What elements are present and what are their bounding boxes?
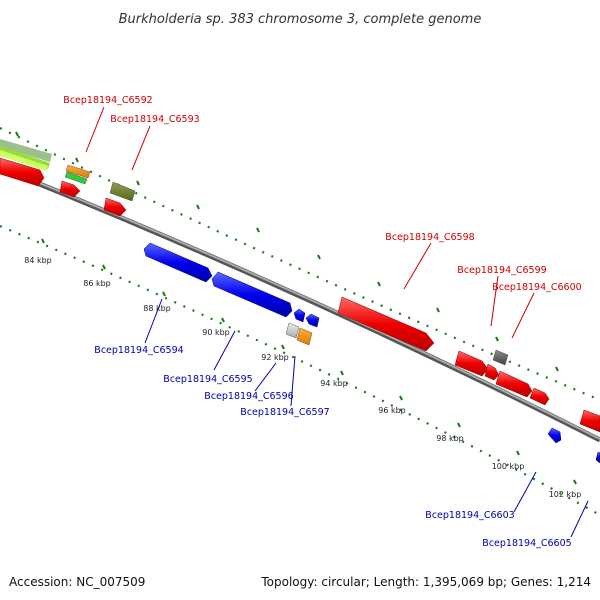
- kbp-labels: 84 kbp 86 kbp 88 kbp 90 kbp 92 kbp 94 kb…: [24, 256, 581, 499]
- reverse-gene-labels: Bcep18194_C6594 Bcep18194_C6595 Bcep1819…: [94, 345, 571, 549]
- left-tracks: [0, 139, 52, 187]
- gene-c6592[interactable]: [59, 180, 81, 198]
- kbp-label: 86 kbp: [83, 279, 111, 288]
- gene-label[interactable]: Bcep18194_C6603: [425, 510, 514, 521]
- gene-red-edge[interactable]: [579, 409, 600, 433]
- gene-label[interactable]: Bcep18194_C6599: [457, 265, 546, 276]
- misc-features: [64, 164, 509, 366]
- kbp-label: 102 kbp: [549, 490, 582, 499]
- outer-tick-track: [0, 127, 600, 402]
- gene-c6595[interactable]: [211, 271, 293, 318]
- map-title: Burkholderia sp. 383 chromosome 3, compl…: [119, 12, 482, 27]
- gene-c6593[interactable]: [109, 181, 136, 202]
- kbp-label: 92 kbp: [261, 353, 289, 362]
- gene-c6603[interactable]: [547, 427, 562, 444]
- forward-leaders: [85, 106, 535, 339]
- gene-c6605[interactable]: [595, 451, 600, 464]
- feature-orange[interactable]: [65, 164, 91, 179]
- gene-label[interactable]: Bcep18194_C6605: [482, 538, 571, 549]
- gene-c6597[interactable]: [305, 313, 320, 328]
- feature-green[interactable]: [64, 171, 88, 185]
- feature-dgray[interactable]: [492, 349, 509, 366]
- gene-label[interactable]: Bcep18194_C6596: [204, 391, 293, 402]
- gene-label[interactable]: Bcep18194_C6598: [385, 232, 474, 243]
- reverse-misc: [285, 322, 313, 346]
- kbp-label: 100 kbp: [492, 462, 525, 471]
- forward-genes: [59, 180, 600, 433]
- kbp-label: 96 kbp: [378, 406, 406, 415]
- kbp-label: 84 kbp: [24, 256, 52, 265]
- feature-lgray[interactable]: [285, 322, 300, 339]
- major-ticks-inner: [41, 238, 577, 485]
- feature-orange-2[interactable]: [296, 327, 313, 346]
- reverse-genes: [143, 242, 600, 464]
- reverse-leaders: [144, 298, 589, 538]
- gene-c6594[interactable]: [143, 242, 213, 283]
- major-ticks-outer: [15, 131, 559, 372]
- genome-backbone: [0, 165, 600, 443]
- kbp-label: 90 kbp: [202, 328, 230, 337]
- gene-label[interactable]: Bcep18194_C6594: [94, 345, 183, 356]
- gene-c6596[interactable]: [293, 308, 306, 323]
- gene-label[interactable]: Bcep18194_C6600: [492, 282, 581, 293]
- gene-label[interactable]: Bcep18194_C6595: [163, 374, 252, 385]
- gene-label[interactable]: Bcep18194_C6597: [240, 407, 329, 418]
- gene-c6599a[interactable]: [454, 350, 489, 377]
- gene-red-5[interactable]: [529, 387, 550, 406]
- kbp-label: 98 kbp: [436, 434, 464, 443]
- genome-summary-text: Topology: circular; Length: 1,395,069 bp…: [260, 575, 591, 589]
- gene-label[interactable]: Bcep18194_C6593: [110, 114, 199, 125]
- gene-c6598[interactable]: [337, 296, 435, 352]
- accession-text: Accession: NC_007509: [9, 575, 145, 589]
- gene-small-red[interactable]: [103, 197, 127, 217]
- kbp-label: 88 kbp: [143, 304, 171, 313]
- forward-gene-labels: Bcep18194_C6592 Bcep18194_C6593 Bcep1819…: [63, 95, 581, 293]
- kbp-label: 94 kbp: [320, 379, 348, 388]
- gene-c6600[interactable]: [495, 370, 533, 398]
- gene-c6599b[interactable]: [484, 363, 500, 381]
- gene-label[interactable]: Bcep18194_C6592: [63, 95, 152, 106]
